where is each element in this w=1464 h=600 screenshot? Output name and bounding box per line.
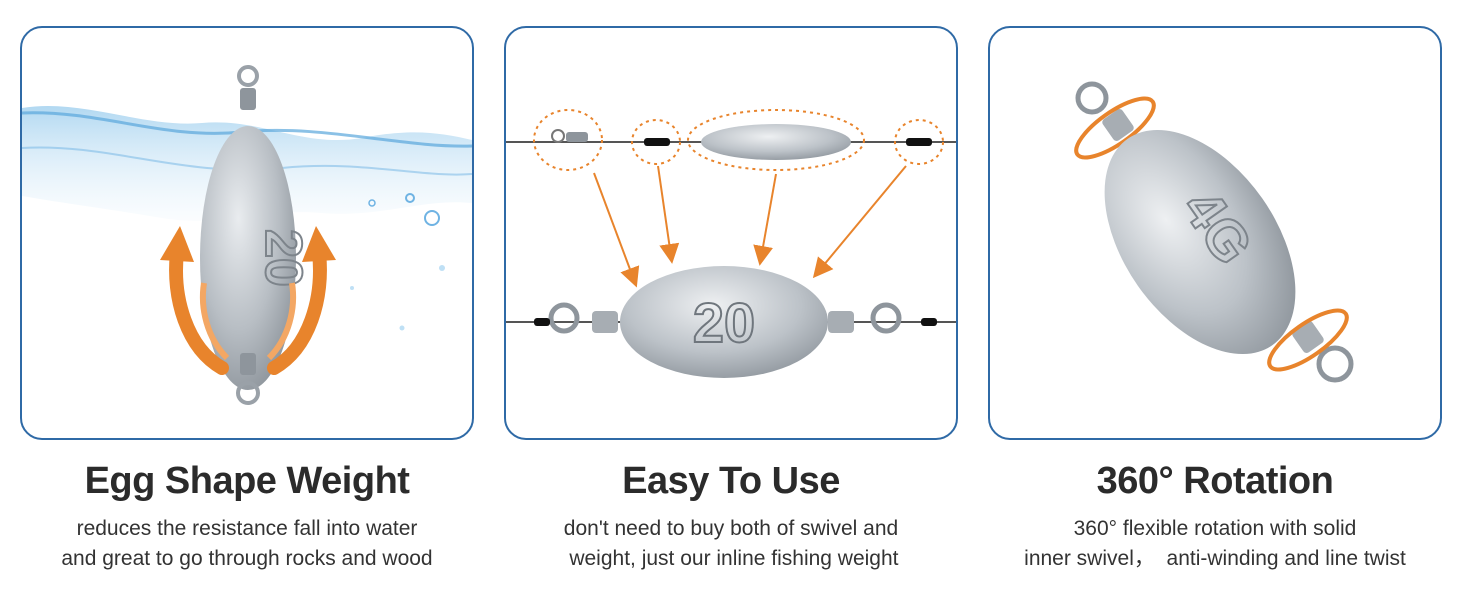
- caption-360-rotation: 360° Rotation 360° flexible rotation wit…: [988, 458, 1442, 574]
- panel-title: Easy To Use: [622, 460, 840, 502]
- weight-mark: 20: [254, 229, 312, 287]
- panel-easy-to-use: 20: [504, 26, 958, 440]
- panel-360-rotation: 4G: [988, 26, 1442, 440]
- panel-title: Egg Shape Weight: [84, 460, 410, 502]
- description-line: 360° flexible rotation with solid: [1073, 517, 1357, 540]
- caption-easy-to-use: Easy To Use don't need to buy both of sw…: [504, 458, 958, 574]
- weight-mark: 20: [693, 291, 755, 354]
- rotating-swivel-sinker-icon: 4G: [1074, 81, 1354, 383]
- inline-rig-diagram-icon: 20: [506, 109, 956, 378]
- caption-egg-shape: Egg Shape Weight reduces the resistance …: [20, 458, 474, 574]
- panel-description: 360° flexible rotation with solid inner …: [988, 514, 1442, 574]
- description-line: reduces the resistance fall into water: [76, 517, 418, 540]
- egg-sinker-in-water-icon: 20: [22, 65, 472, 405]
- description-line: inner swivel， anti-winding and line twis…: [1024, 547, 1406, 570]
- panel-description: don't need to buy both of swivel and wei…: [504, 514, 958, 574]
- description-line: don't need to buy both of swivel and: [563, 517, 899, 540]
- description-line: weight, just our inline fishing weight: [563, 547, 899, 570]
- panel-description: reduces the resistance fall into water a…: [20, 514, 474, 574]
- description-line: and great to go through rocks and wood: [61, 547, 433, 570]
- panel-title: 360° Rotation: [1096, 460, 1334, 502]
- panel-egg-shape: 20: [20, 26, 474, 440]
